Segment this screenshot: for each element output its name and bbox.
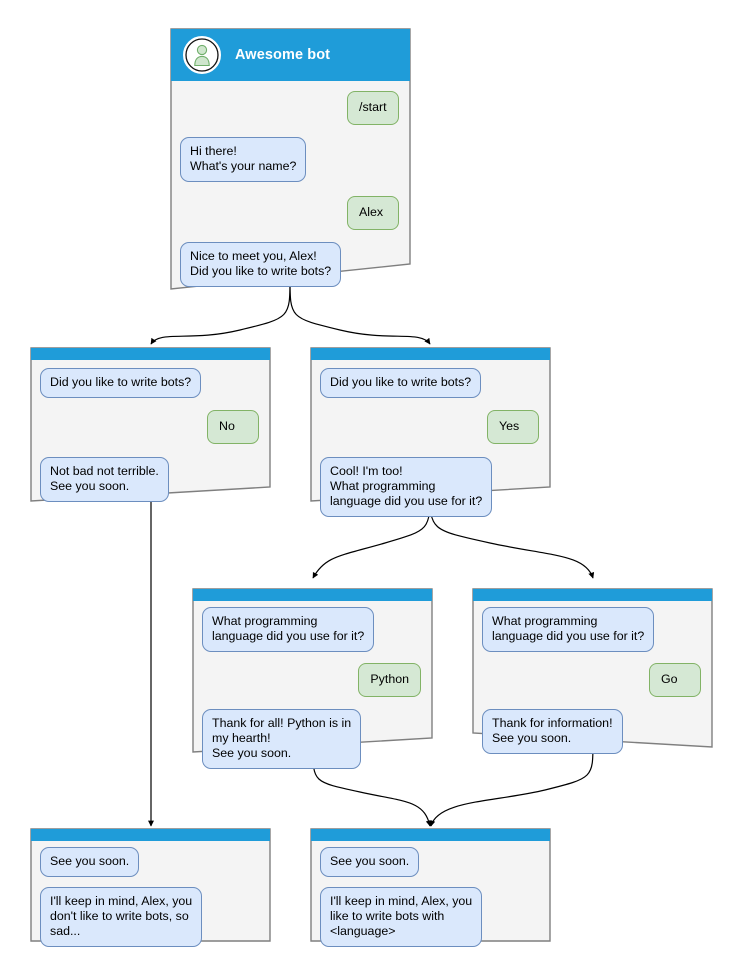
card-lang-go-chat: What programming language did you use fo… [472,601,711,758]
bot-message-bubble[interactable]: See you soon. [40,847,140,877]
bot-message-bubble[interactable]: What programming language did you use fo… [202,607,375,652]
card-end-no-chat: See you soon. I'll keep in mind, Alex, y… [30,841,269,951]
bot-message-bubble[interactable]: Did you like to write bots? [40,368,202,398]
card-answer-no-titlebar [31,348,270,360]
user-message-bubble[interactable]: No [207,410,259,444]
user-message-bubble[interactable]: Alex [347,196,399,230]
user-message-bubble[interactable]: Python [358,663,421,697]
card-end-yes-chat: See you soon. I'll keep in mind, Alex, y… [310,841,549,951]
card-start-chat: /start Hi there! What's your name? Alex … [170,81,409,291]
card-lang-python-titlebar [193,589,432,601]
card-answer-no[interactable]: Did you like to write bots? No Not bad n… [30,347,271,502]
bot-message-bubble[interactable]: Did you like to write bots? [320,368,482,398]
card-lang-python[interactable]: What programming language did you use fo… [192,588,433,769]
card-end-no[interactable]: See you soon. I'll keep in mind, Alex, y… [30,828,271,947]
message-row: No [40,410,259,444]
message-row: Did you like to write bots? [40,368,259,398]
user-message-bubble[interactable]: Go [649,663,701,697]
message-row: I'll keep in mind, Alex, you like to wri… [320,887,539,947]
message-row: Thank for all! Python is in my hearth! S… [202,709,421,769]
message-row: Hi there! What's your name? [180,137,399,182]
card-end-no-titlebar [31,829,270,841]
card-end-yes-titlebar [311,829,550,841]
message-row: Cool! I'm too! What programming language… [320,457,539,517]
card-lang-go-titlebar [473,589,712,601]
message-row: Nice to meet you, Alex! Did you like to … [180,242,399,287]
bot-message-bubble[interactable]: Cool! I'm too! What programming language… [320,457,493,517]
bot-message-bubble[interactable]: What programming language did you use fo… [482,607,655,652]
message-row: Did you like to write bots? [320,368,539,398]
bot-message-bubble[interactable]: I'll keep in mind, Alex, you don't like … [40,887,203,947]
bot-message-bubble[interactable]: Not bad not terrible. See you soon. [40,457,169,502]
message-row: Alex [180,196,399,230]
message-row: See you soon. [320,847,539,877]
user-message-bubble[interactable]: Yes [487,410,539,444]
user-message-bubble[interactable]: /start [347,91,399,125]
message-row: /start [180,91,399,125]
card-lang-python-chat: What programming language did you use fo… [192,601,431,773]
person-avatar-icon [183,36,221,74]
bot-name-label: Awesome bot [235,47,331,63]
message-row: I'll keep in mind, Alex, you don't like … [40,887,259,947]
card-end-yes[interactable]: See you soon. I'll keep in mind, Alex, y… [310,828,551,947]
card-answer-yes-chat: Did you like to write bots? Yes Cool! I'… [310,360,549,521]
card-lang-go[interactable]: What programming language did you use fo… [472,588,713,754]
bot-message-bubble[interactable]: Hi there! What's your name? [180,137,307,182]
message-row: See you soon. [40,847,259,877]
bot-message-bubble[interactable]: I'll keep in mind, Alex, you like to wri… [320,887,483,947]
bot-message-bubble[interactable]: Thank for all! Python is in my hearth! S… [202,709,362,769]
card-start[interactable]: Awesome bot /start Hi there! What's your… [170,28,411,290]
message-row: What programming language did you use fo… [482,607,701,652]
message-row: Not bad not terrible. See you soon. [40,457,259,502]
message-row: Go [482,663,701,697]
message-row: Yes [320,410,539,444]
message-row: Thank for information! See you soon. [482,709,701,754]
bot-message-bubble[interactable]: See you soon. [320,847,420,877]
person-avatar-glyph [185,38,219,72]
message-row: What programming language did you use fo… [202,607,421,652]
card-start-titlebar: Awesome bot [171,29,410,81]
card-answer-yes-titlebar [311,348,550,360]
bot-message-bubble[interactable]: Nice to meet you, Alex! Did you like to … [180,242,342,287]
card-answer-no-chat: Did you like to write bots? No Not bad n… [30,360,269,506]
message-row: Python [202,663,421,697]
bot-message-bubble[interactable]: Thank for information! See you soon. [482,709,623,754]
card-answer-yes[interactable]: Did you like to write bots? Yes Cool! I'… [310,347,551,517]
